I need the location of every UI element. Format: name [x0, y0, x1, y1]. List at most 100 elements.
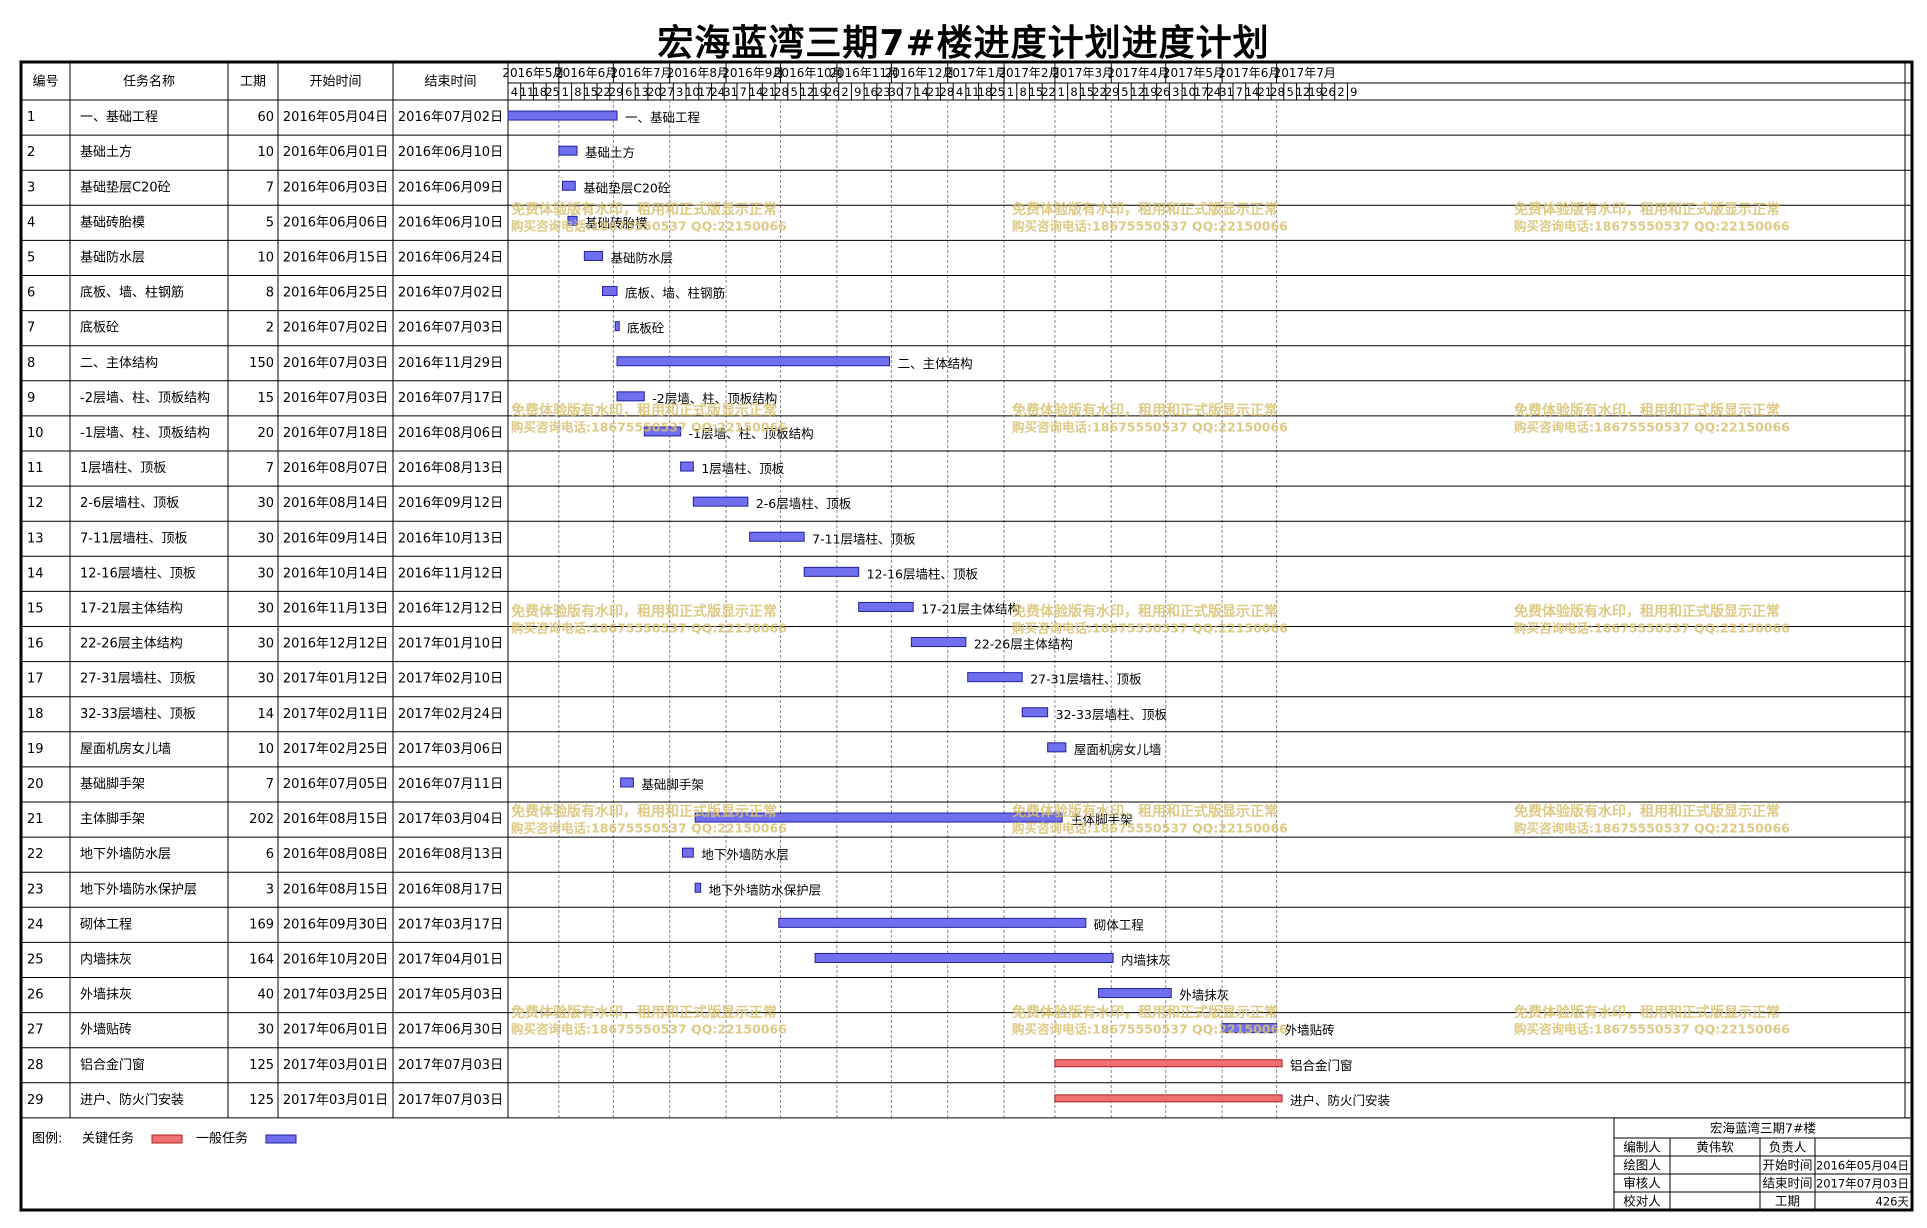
day-tick-label: 21 [761, 85, 776, 99]
watermark-line2: 购买咨询电话:18675550537 QQ:22150066 [1514, 219, 1790, 234]
task-bar-label: 17-21层主体结构 [921, 601, 1020, 616]
task-bar-label: 铝合金门窗 [1290, 1058, 1353, 1073]
task-end: 2016年08月17日 [398, 882, 503, 897]
task-start: 2016年07月03日 [283, 391, 388, 406]
task-start: 2017年02月25日 [283, 742, 388, 757]
task-id: 2 [27, 145, 35, 160]
task-id: 22 [27, 847, 44, 862]
task-end: 2016年06月10日 [398, 145, 503, 160]
task-bar-label: 主体脚手架 [1070, 812, 1133, 827]
watermark-line1: 免费体验版有水印，租用和正式版显示正常 [1514, 201, 1780, 218]
watermark-line1: 免费体验版有水印，租用和正式版显示正常 [1012, 603, 1278, 620]
task-duration: 7 [266, 777, 274, 792]
info-duration-label: 工期 [1775, 1194, 1800, 1209]
task-name: 地下外墙防水层 [80, 846, 171, 862]
day-tick-label: 14 [914, 85, 929, 99]
day-tick-label: 8 [574, 85, 581, 99]
day-tick-label: 10 [685, 85, 700, 99]
header-start: 开始时间 [309, 75, 361, 90]
task-id: 11 [27, 461, 44, 476]
legend-critical-swatch [151, 1134, 183, 1144]
day-tick-label: 9 [1350, 85, 1357, 99]
task-duration: 30 [257, 672, 274, 687]
task-name: 地下外墙防水保护层 [80, 881, 197, 897]
day-tick-label: 5 [791, 85, 798, 99]
day-tick-label: 18 [532, 85, 547, 99]
info-end-label: 结束时间 [1762, 1176, 1812, 1191]
task-id: 19 [27, 742, 44, 757]
task-duration: 6 [266, 847, 274, 862]
task-name: 27-31层墙柱、顶板 [80, 672, 196, 687]
task-end: 2016年11月12日 [398, 566, 503, 581]
header-end: 结束时间 [424, 75, 476, 90]
task-start: 2016年06月25日 [283, 286, 388, 301]
task-bar [620, 777, 634, 788]
task-start: 2016年06月01日 [283, 145, 388, 160]
task-start: 2017年03月25日 [283, 988, 388, 1003]
task-bar-label: -2层墙、柱、顶板结构 [652, 391, 777, 406]
info-editor-label: 编制人 [1623, 1140, 1661, 1155]
task-bar [1047, 742, 1067, 753]
day-tick-label: 7 [740, 85, 747, 99]
day-tick-label: 15 [583, 85, 598, 99]
task-start: 2016年07月03日 [283, 356, 388, 371]
task-name: 二、主体结构 [80, 356, 158, 371]
legend-label: 图例: [32, 1132, 62, 1147]
task-start: 2016年08月15日 [283, 882, 388, 897]
task-bar-label: 底板、墙、柱钢筋 [625, 286, 725, 301]
task-start: 2017年03月01日 [283, 1058, 388, 1073]
month-label: 2017年4月 [1107, 66, 1169, 80]
task-duration: 20 [257, 426, 274, 441]
task-bar-label: 7-11层墙柱、顶板 [812, 531, 916, 546]
task-start: 2017年01月12日 [283, 672, 388, 687]
day-tick-label: 31 [723, 85, 738, 99]
task-id: 23 [27, 882, 44, 897]
task-end: 2017年01月10日 [398, 637, 503, 652]
task-end: 2017年07月03日 [398, 1093, 503, 1108]
task-bar [814, 952, 1114, 963]
task-start: 2016年08月14日 [283, 496, 388, 511]
task-duration: 150 [249, 356, 274, 371]
watermark-line1: 免费体验版有水印，租用和正式版显示正常 [1012, 402, 1278, 419]
task-id: 18 [27, 707, 44, 722]
task-duration: 30 [257, 637, 274, 652]
task-id: 14 [27, 566, 44, 581]
task-id: 24 [27, 917, 44, 932]
day-tick-label: 18 [978, 85, 993, 99]
task-duration: 202 [249, 812, 274, 827]
task-duration: 7 [266, 180, 274, 195]
task-end: 2016年11月29日 [398, 356, 503, 371]
task-start: 2016年05月04日 [283, 110, 388, 125]
task-bar [614, 321, 620, 332]
month-label: 2016年10月 [774, 66, 844, 80]
watermark-line1: 免费体验版有水印，租用和正式版显示正常 [511, 803, 777, 820]
task-duration: 30 [257, 1023, 274, 1038]
task-duration: 3 [266, 882, 274, 897]
day-tick-label: 9 [854, 85, 861, 99]
task-end: 2017年06月30日 [398, 1023, 503, 1038]
day-tick-label: 28 [939, 85, 954, 99]
day-tick-label: 21 [927, 85, 942, 99]
task-end: 2017年05月03日 [398, 988, 503, 1003]
task-bar-label: 2-6层墙柱、顶板 [756, 496, 852, 511]
task-duration: 30 [257, 566, 274, 581]
day-tick-label: 25 [545, 85, 560, 99]
day-tick-label: 14 [749, 85, 764, 99]
task-duration: 30 [257, 601, 274, 616]
task-name: -2层墙、柱、顶板结构 [80, 391, 210, 406]
watermark-line1: 免费体验版有水印，租用和正式版显示正常 [1012, 1004, 1278, 1021]
task-bar-label: -1层墙、柱、顶板结构 [689, 426, 814, 441]
watermark-line2: 购买咨询电话:18675550537 QQ:22150066 [1012, 821, 1288, 836]
day-tick-label: 22 [1092, 85, 1107, 99]
day-tick-label: 4 [956, 85, 963, 99]
day-tick-label: 10 [1181, 85, 1196, 99]
watermark-line1: 免费体验版有水印，租用和正式版显示正常 [1012, 803, 1278, 820]
task-bar-label: 地下外墙防水保护层 [709, 882, 822, 897]
task-end: 2017年03月06日 [398, 742, 503, 757]
task-id: 17 [27, 672, 44, 687]
watermark-line2: 购买咨询电话:18675550537 QQ:22150066 [511, 621, 787, 636]
task-start: 2016年08月08日 [283, 847, 388, 862]
task-bar [692, 496, 749, 507]
task-start: 2016年09月30日 [283, 917, 388, 932]
month-label: 2017年2月 [998, 66, 1060, 80]
